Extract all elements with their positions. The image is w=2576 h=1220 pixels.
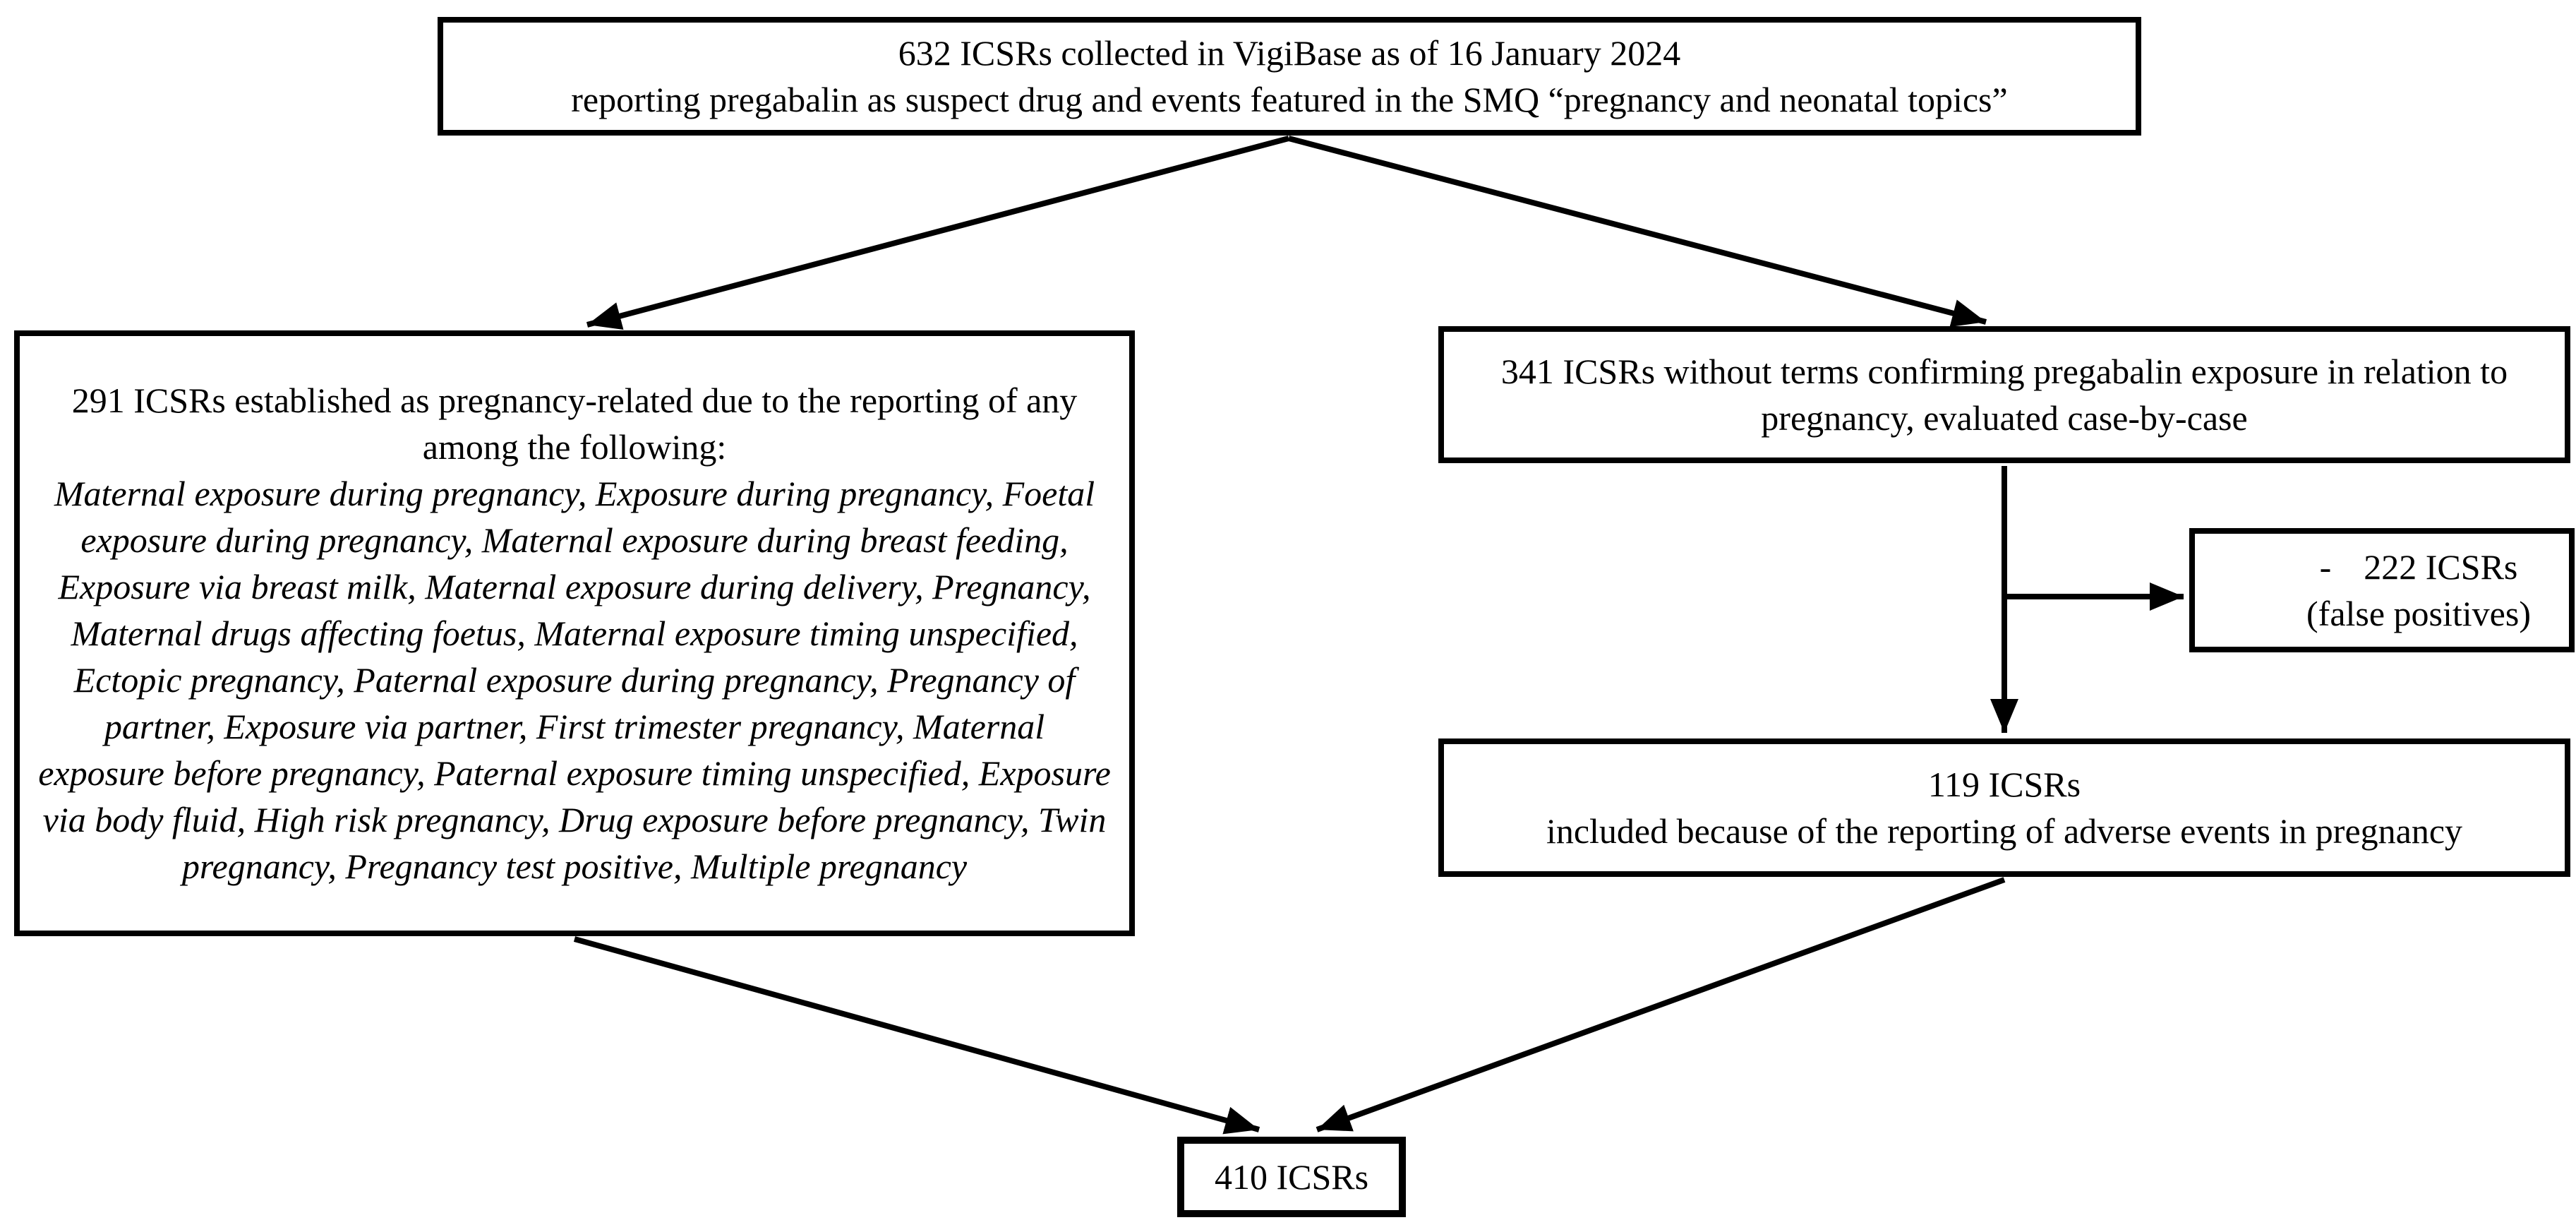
box-632-collected: 632 ICSRs collected in VigiBase as of 16… [438,17,2141,136]
box-291-term-list: Maternal exposure during pregnancy, Expo… [38,474,1111,886]
box-341-case-by-case: 341 ICSRs without terms confirming prega… [1438,326,2570,463]
arrow-left-box-to-total-box [573,936,1260,1135]
arrow-top-to-left-box [586,136,1290,330]
box-119-line1: 119 ICSRs [1927,765,2081,804]
box-410-total: 410 ICSRs [1177,1137,1406,1217]
box-632-line2: reporting pregabalin as suspect drug and… [571,80,2008,119]
arrow-included-box-to-total-box [1316,877,2006,1132]
box-291-heading: 291 ICSRs established as pregnancy-relat… [71,381,1078,467]
box-222-line1: -222 ICSRs [2320,544,2518,590]
box-119-line2: included because of the reporting of adv… [1546,811,2463,851]
box-632-line1: 632 ICSRs collected in VigiBase as of 16… [898,33,1681,73]
box-410-text: 410 ICSRs [1214,1157,1369,1197]
box-119-included: 119 ICSRs included because of the report… [1438,738,2570,877]
arrow-top-to-right-box [1287,136,1987,328]
box-222-false-positives: -222 ICSRs (false positives) [2189,528,2575,652]
box-222-line2: (false positives) [2306,594,2531,633]
box-222-bullet: - [2319,547,2332,587]
box-222-count: 222 ICSRs [2364,547,2518,587]
box-341-text: 341 ICSRs without terms confirming prega… [1500,352,2508,438]
box-291-pregnancy-related: 291 ICSRs established as pregnancy-relat… [14,330,1135,936]
